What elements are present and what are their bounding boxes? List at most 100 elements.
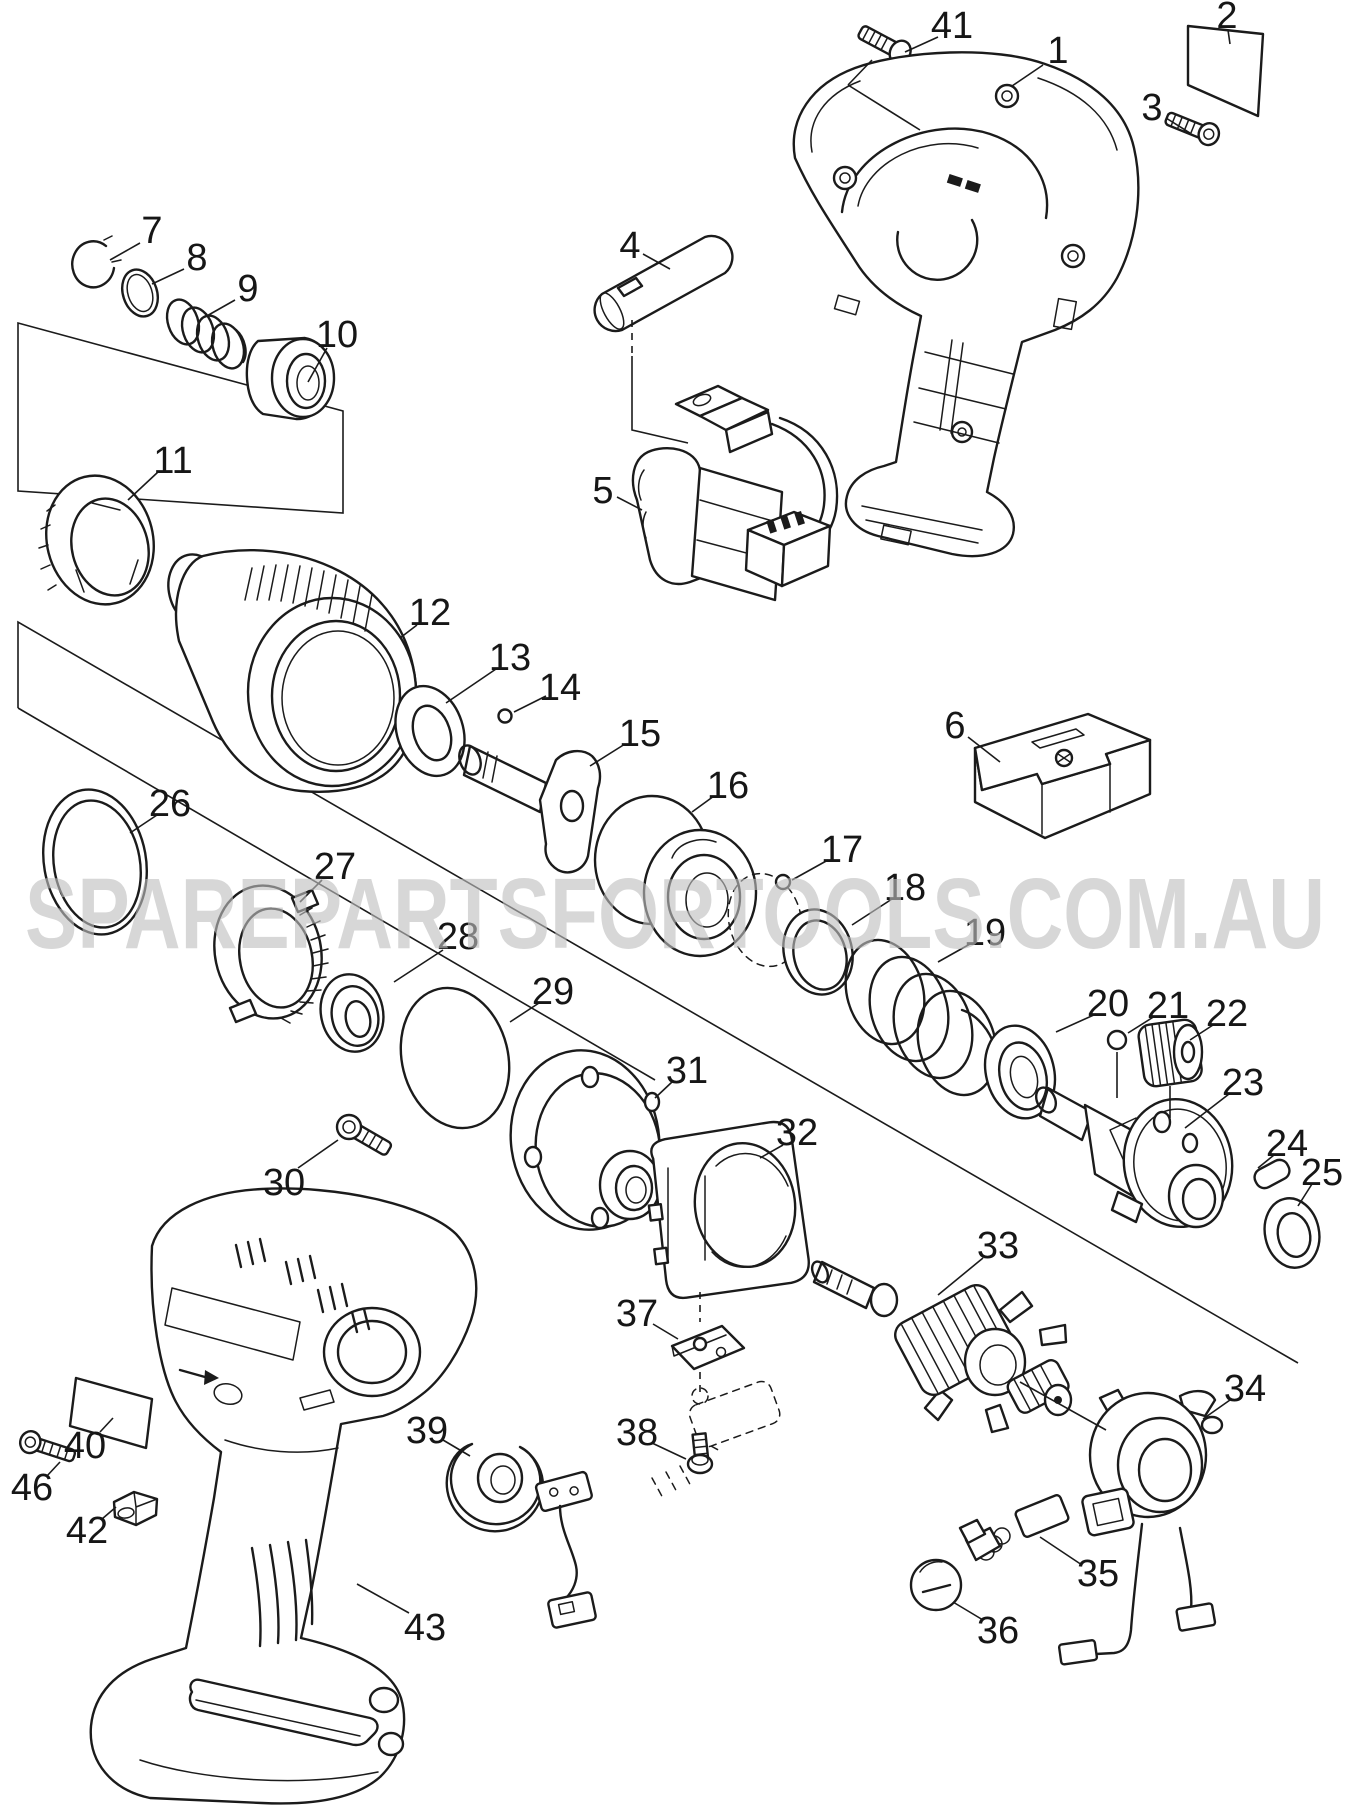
part-label-27: 27 [314, 846, 356, 888]
part-18-ring-art [782, 908, 854, 996]
part-8-ring-art [121, 268, 159, 318]
leader-part-4 [642, 253, 671, 270]
part-24-pin-art [1253, 1158, 1291, 1190]
part-37-plate-art [670, 1324, 746, 1371]
leader-part-39 [442, 1439, 471, 1457]
part-label-15: 15 [619, 713, 661, 755]
watermark-text: SPAREPARTSFORTOOLS.COM.AU [25, 858, 1325, 970]
part-32-yoke-art [647, 1120, 810, 1300]
aux-line-1 [847, 59, 873, 86]
part-31-gear-case-art [509, 1049, 662, 1231]
part-3-screw-art [1164, 111, 1221, 147]
leader-part-33 [937, 1257, 984, 1296]
leader-part-9 [204, 299, 236, 318]
part-label-24: 24 [1266, 1123, 1308, 1165]
leader-part-16 [691, 795, 715, 813]
part-21-ball-art [1106, 1029, 1128, 1051]
part-13-washer-art [394, 684, 466, 778]
part-label-31: 31 [666, 1050, 708, 1092]
part-label-36: 36 [977, 1610, 1019, 1652]
part-39-lamp-art [445, 1442, 597, 1629]
part-25-washer-art [1263, 1197, 1321, 1269]
leader-part-28 [393, 949, 444, 983]
leader-part-26 [129, 814, 158, 834]
leader-part-42 [101, 1506, 117, 1520]
part-label-39: 39 [406, 1410, 448, 1452]
part-label-13: 13 [489, 637, 531, 679]
part-12-hammer-case-art [167, 549, 418, 793]
leader-part-25 [1297, 1183, 1313, 1207]
leader-part-27 [299, 879, 323, 903]
part-33-armature-art [810, 1260, 1073, 1434]
leader-part-18 [851, 898, 893, 926]
leader-part-24 [1257, 1154, 1275, 1169]
group-frame-2 [17, 620, 1299, 1364]
part-label-16: 16 [707, 765, 749, 807]
part-label-18: 18 [884, 867, 926, 909]
part-label-8: 8 [186, 237, 207, 279]
part-label-17: 17 [821, 829, 863, 871]
hidden-part-dashed-art [651, 1380, 781, 1501]
part-label-42: 42 [66, 1510, 108, 1552]
leader-part-20 [1055, 1013, 1097, 1033]
part-5-switch-art [631, 384, 839, 602]
part-label-26: 26 [149, 783, 191, 825]
part-4-bar-art [593, 234, 734, 333]
leader-lines [45, 29, 1313, 1621]
part-label-25: 25 [1301, 1152, 1343, 1194]
part-label-30: 30 [263, 1162, 305, 1204]
part-42-block-art [112, 1490, 159, 1527]
part-11-ring-nut-art [38, 474, 155, 606]
leader-part-35 [1039, 1536, 1083, 1566]
part-30-screw-art [335, 1113, 393, 1156]
part-label-38: 38 [616, 1412, 658, 1454]
leader-part-6 [967, 736, 1001, 763]
part-14-ball-art [497, 708, 513, 724]
leader-part-32 [759, 1144, 784, 1159]
part-label-20: 20 [1087, 983, 1129, 1025]
part-9-spring-art [165, 298, 247, 370]
part-22-gear-art [1137, 1018, 1204, 1088]
leader-part-37 [652, 1323, 679, 1340]
part-label-10: 10 [316, 314, 358, 356]
aux-line-7 [1019, 1381, 1107, 1431]
leader-part-23 [1184, 1093, 1230, 1129]
part-label-14: 14 [539, 667, 581, 709]
part-label-7: 7 [141, 210, 162, 252]
part-43-housing-set-art [89, 1187, 478, 1805]
part-7-snap-ring-art [71, 235, 122, 289]
part-label-46: 46 [11, 1467, 53, 1509]
leader-part-43 [356, 1583, 410, 1614]
part-15-anvil-art [458, 744, 602, 874]
part-40-sticker-art [68, 1376, 154, 1450]
part-label-19: 19 [964, 912, 1006, 954]
part-label-41: 41 [931, 5, 973, 47]
part-36-brush-cap-art [909, 1558, 963, 1612]
part-label-28: 28 [437, 916, 479, 958]
group-frame-1 [17, 321, 344, 514]
leader-part-46 [45, 1461, 61, 1478]
leader-part-38 [651, 1442, 687, 1460]
part-label-32: 32 [776, 1112, 818, 1154]
leader-part-12 [399, 624, 418, 639]
part-27-ring-gear-art [213, 884, 329, 1024]
leader-part-8 [151, 268, 185, 285]
part-2-name-plate-art [1186, 24, 1265, 118]
leader-part-1 [1011, 64, 1044, 87]
part-label-35: 35 [1077, 1553, 1119, 1595]
leader-part-41 [904, 36, 939, 53]
part-6-terminal-art [973, 712, 1152, 840]
leader-part-10 [307, 347, 328, 383]
part-1-motor-housing-art [792, 51, 1140, 558]
part-35-carbon-brush-art [958, 1494, 1070, 1562]
leader-part-30 [297, 1139, 339, 1169]
leader-part-34 [1202, 1399, 1231, 1420]
part-label-33: 33 [977, 1225, 1019, 1267]
part-label-5: 5 [592, 470, 613, 512]
part-label-23: 23 [1222, 1062, 1264, 1104]
part-23-spindle-art [1034, 1086, 1234, 1229]
part-34-brush-holder-art [1057, 1388, 1224, 1666]
